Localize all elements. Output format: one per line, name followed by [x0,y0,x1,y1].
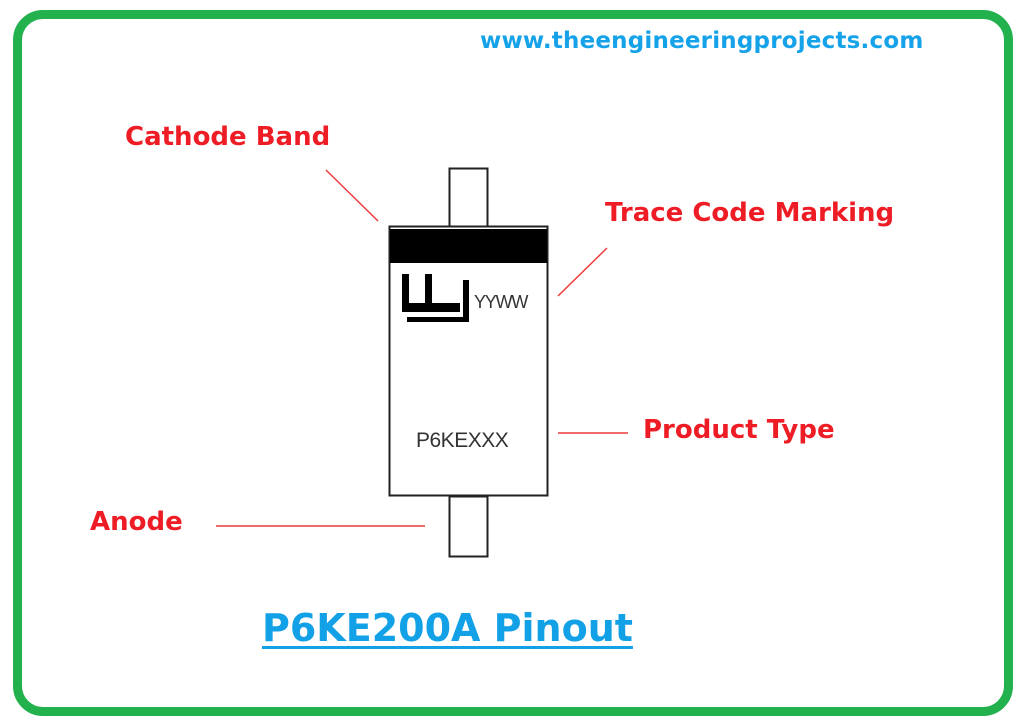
cathode-band [390,229,547,263]
cathode-band-leader [325,169,379,222]
label-trace-code-marking: Trace Code Marking [605,198,895,228]
label-anode: Anode [90,507,183,537]
diagram-title: P6KE200A Pinout [262,606,633,650]
manufacturer-logo-icon [402,274,469,322]
trace-code-leader [557,247,608,297]
diode-body [388,225,549,497]
trace-code-text: YYWW [474,292,528,312]
cathode-lead [448,167,489,228]
label-product-type: Product Type [643,415,835,445]
anode-lead [448,495,489,558]
product-code-text: P6KEXXX [416,429,509,452]
website-url: www.theengineeringprojects.com [480,28,924,54]
label-cathode-band: Cathode Band [125,122,331,152]
